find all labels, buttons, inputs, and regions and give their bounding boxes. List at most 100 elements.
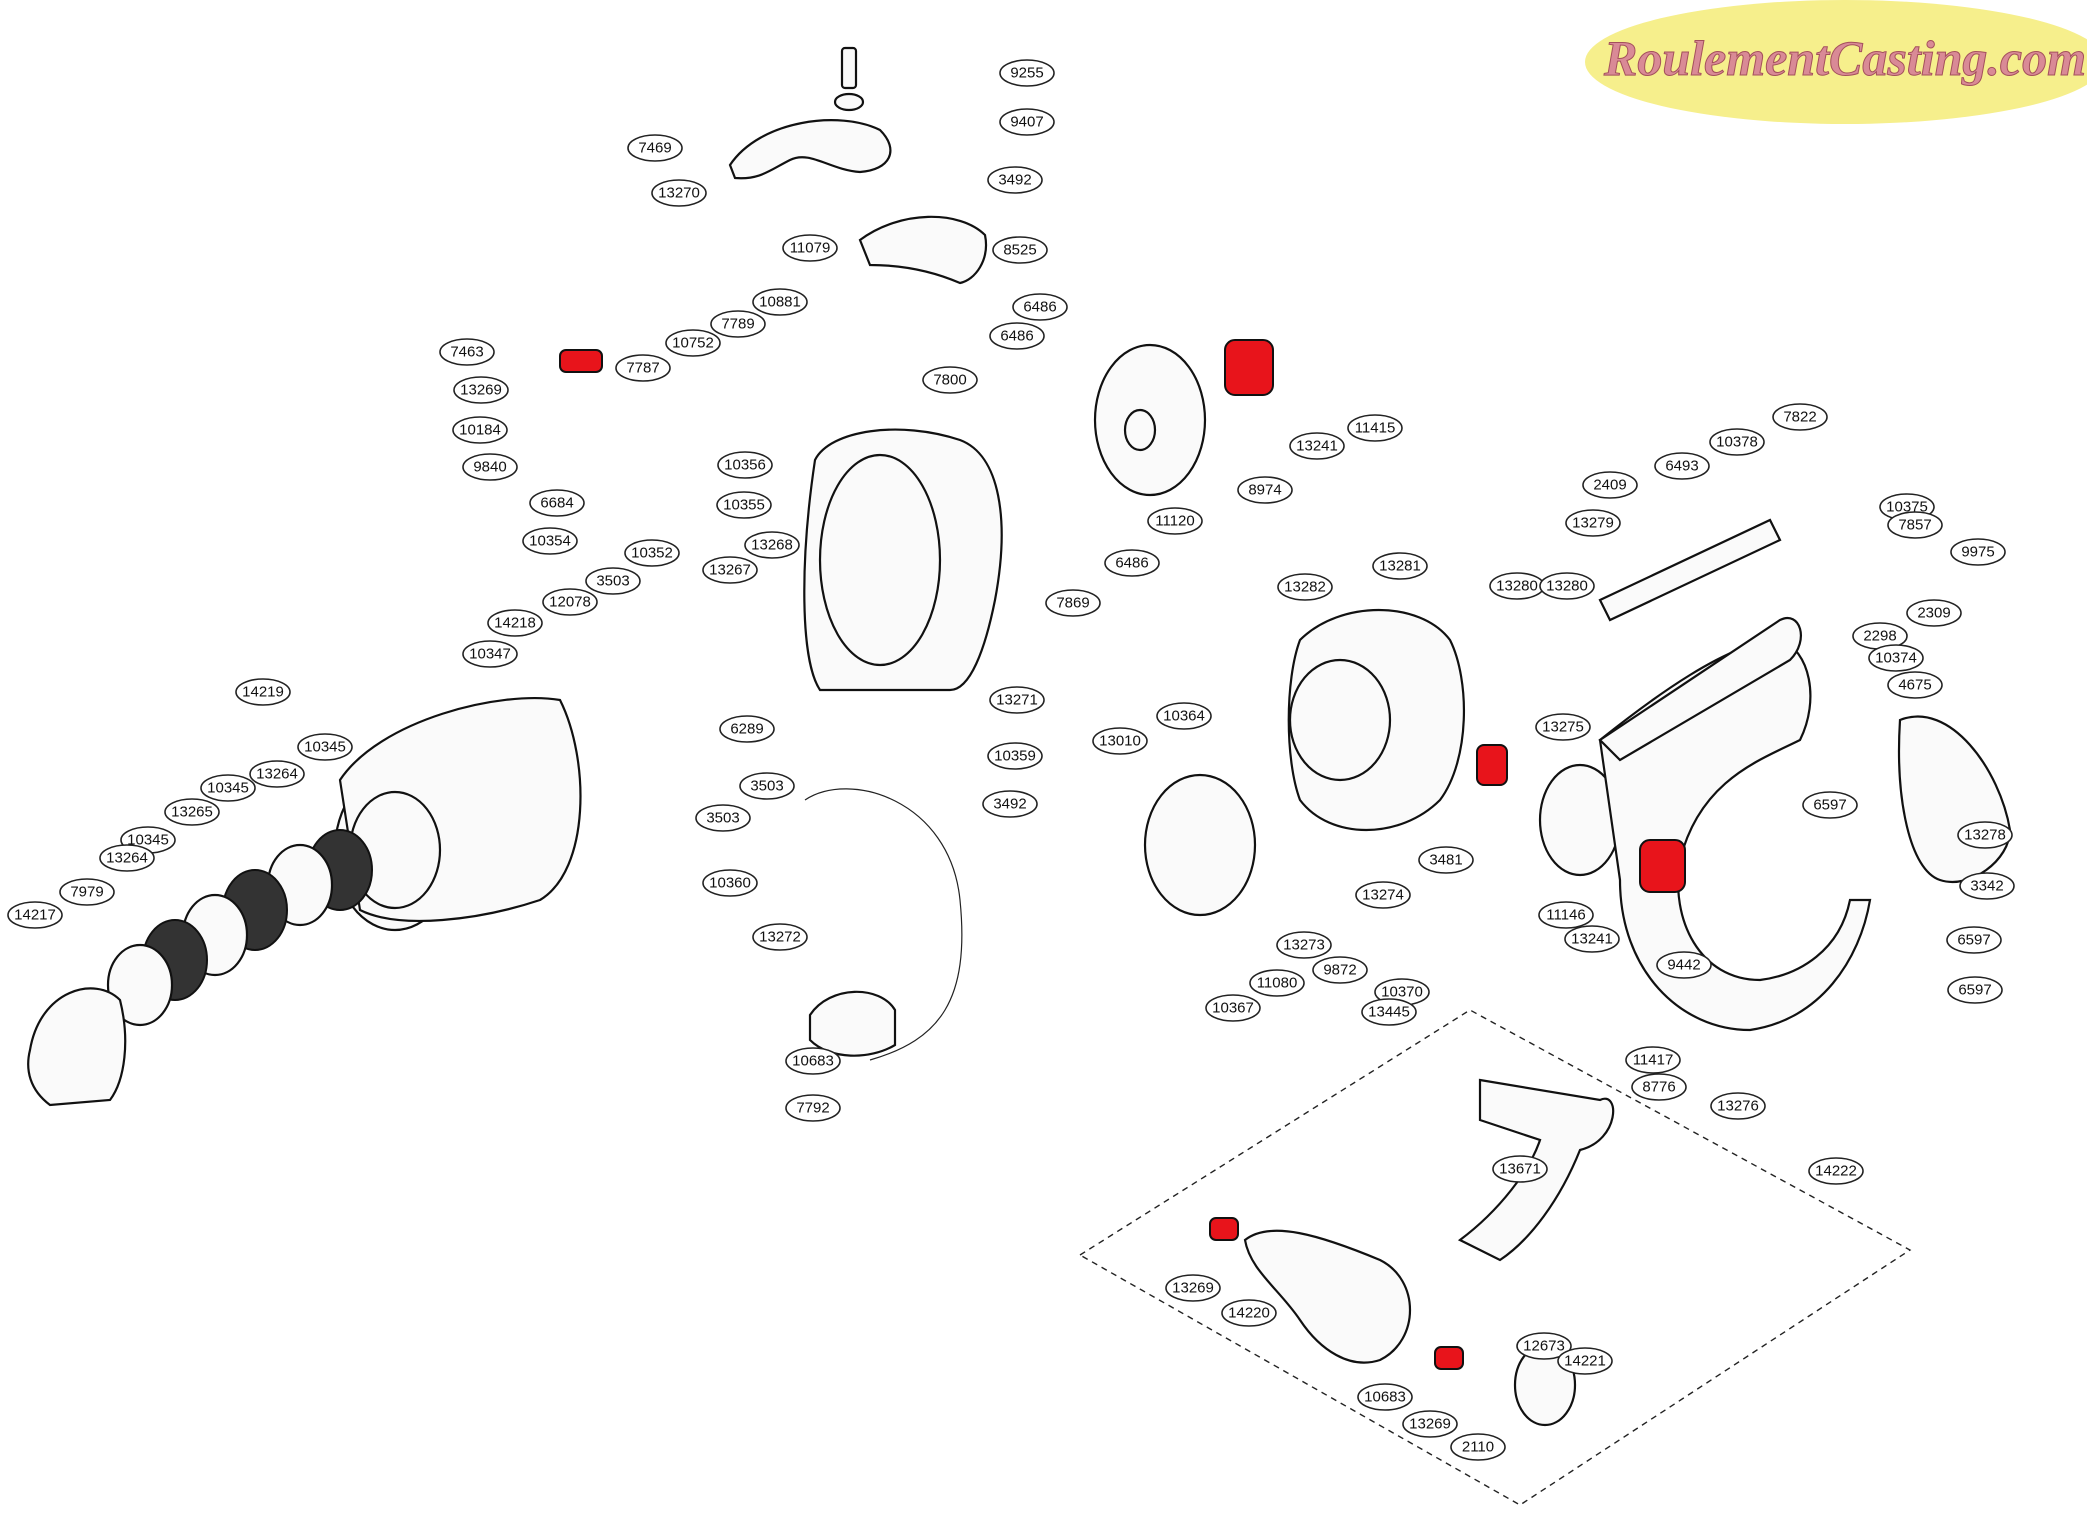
part-callout: 7787: [615, 354, 671, 382]
part-number-label: 3481: [1429, 852, 1462, 869]
part-callout: 13274: [1355, 881, 1411, 909]
drag-knob: [27, 987, 127, 1107]
part-callout-oval: [585, 567, 641, 595]
part-callout-oval: [1947, 976, 2003, 1004]
washer: [833, 92, 865, 112]
part-callout-oval: [702, 869, 758, 897]
part-number-label: 10370: [1381, 984, 1423, 1001]
part-callout: 13282: [1277, 573, 1333, 601]
part-callout-oval: [1582, 471, 1638, 499]
part-callout: 13273: [1276, 931, 1332, 959]
part-callout: 6597: [1946, 926, 2002, 954]
part-callout: 9407: [999, 108, 1055, 136]
part-number-label: 13281: [1379, 558, 1421, 575]
part-callout: 11079: [782, 234, 838, 262]
part-callout: 6486: [989, 322, 1045, 350]
part-number-label: 6486: [1000, 328, 1033, 345]
part-callout: 3481: [1418, 846, 1474, 874]
part-callout-oval: [529, 489, 585, 517]
part-callout: 11146: [1538, 901, 1594, 929]
part-callout: 12673: [1516, 1332, 1572, 1360]
part-number-label: 8525: [1003, 242, 1036, 259]
part-callout-oval: [1249, 969, 1305, 997]
part-callout: 6597: [1947, 976, 2003, 1004]
line-roller-cover: [858, 215, 988, 285]
part-number-label: 2298: [1863, 628, 1896, 645]
part-callout-oval: [1045, 589, 1101, 617]
part-callout: 10360: [702, 869, 758, 897]
part-callout-oval: [999, 108, 1055, 136]
part-callout-oval: [297, 733, 353, 761]
part-number-label: 11417: [1633, 1052, 1674, 1069]
part-callout: 14218: [487, 609, 543, 637]
part-callout: 10683: [785, 1047, 841, 1075]
part-number-label: 2309: [1917, 605, 1950, 622]
part-number-label: 10354: [529, 533, 571, 550]
part-callout: 10347: [462, 640, 518, 668]
part-number-label: 6684: [540, 495, 573, 512]
part-callout: 9872: [1312, 956, 1368, 984]
part-callout: 10367: [1205, 994, 1261, 1022]
part-callout-oval: [462, 453, 518, 481]
part-number-label: 9872: [1323, 962, 1356, 979]
part-callout: 9442: [1656, 951, 1712, 979]
part-callout-oval: [200, 774, 256, 802]
part-callout-oval: [999, 59, 1055, 87]
part-callout-oval: [752, 288, 808, 316]
part-callout-oval: [1357, 1383, 1413, 1411]
part-callout: 8525: [992, 236, 1048, 264]
part-callout-oval: [164, 798, 220, 826]
part-callout-oval: [1012, 293, 1068, 321]
part-callout: 10355: [716, 491, 772, 519]
part-callout: 14219: [235, 678, 291, 706]
part-callout-oval: [1868, 644, 1924, 672]
part-number-label: 14220: [1228, 1305, 1270, 1322]
part-callout-oval: [1535, 713, 1591, 741]
part-callout: 9840: [462, 453, 518, 481]
part-callout: 2309: [1906, 599, 1962, 627]
part-callout-oval: [922, 366, 978, 394]
part-callout: 6684: [529, 489, 585, 517]
part-number-label: 9840: [473, 459, 506, 476]
part-number-label: 3492: [993, 796, 1026, 813]
part-number-label: 3503: [750, 778, 783, 795]
bearing-13241-top: [1224, 339, 1274, 396]
part-number-label: 13279: [1572, 515, 1614, 532]
part-callout: 10752: [665, 329, 721, 357]
part-number-label: 10378: [1716, 434, 1758, 451]
part-callout: 7857: [1887, 511, 1943, 539]
part-number-label: 14219: [242, 684, 284, 701]
part-number-label: 7792: [796, 1100, 829, 1117]
part-callout-oval: [1347, 414, 1403, 442]
side-plate: [1897, 715, 2012, 883]
part-callout: 13270: [651, 179, 707, 207]
part-callout: 13267: [702, 556, 758, 584]
part-callout: 14220: [1221, 1299, 1277, 1327]
part-callout-oval: [1772, 403, 1828, 431]
part-callout: 8974: [1237, 476, 1293, 504]
part-callout-oval: [249, 760, 305, 788]
part-callout-oval: [99, 844, 155, 872]
part-callout-oval: [1492, 1155, 1548, 1183]
part-callout: 13265: [164, 798, 220, 826]
bearing-13241-bottom: [1639, 839, 1686, 893]
part-number-label: 9407: [1010, 114, 1043, 131]
part-number-label: 13010: [1099, 733, 1141, 750]
part-number-label: 12078: [549, 594, 591, 611]
part-number-label: 13268: [751, 537, 793, 554]
part-number-label: 11146: [1546, 907, 1586, 924]
part-callout-oval: [1147, 507, 1203, 535]
part-callout-oval: [1092, 727, 1148, 755]
part-callout: 13241: [1564, 925, 1620, 953]
part-number-label: 10367: [1212, 1000, 1254, 1017]
part-number-label: 13274: [1362, 887, 1404, 904]
part-callout-oval: [1959, 872, 2015, 900]
part-callout: 13269: [453, 376, 509, 404]
part-callout: 3342: [1959, 872, 2015, 900]
part-callout: 14217: [7, 901, 63, 929]
part-callout: 13241: [1289, 432, 1345, 460]
part-number-label: 13265: [171, 804, 213, 821]
part-callout: 13272: [752, 923, 808, 951]
part-number-label: 13241: [1296, 438, 1338, 455]
